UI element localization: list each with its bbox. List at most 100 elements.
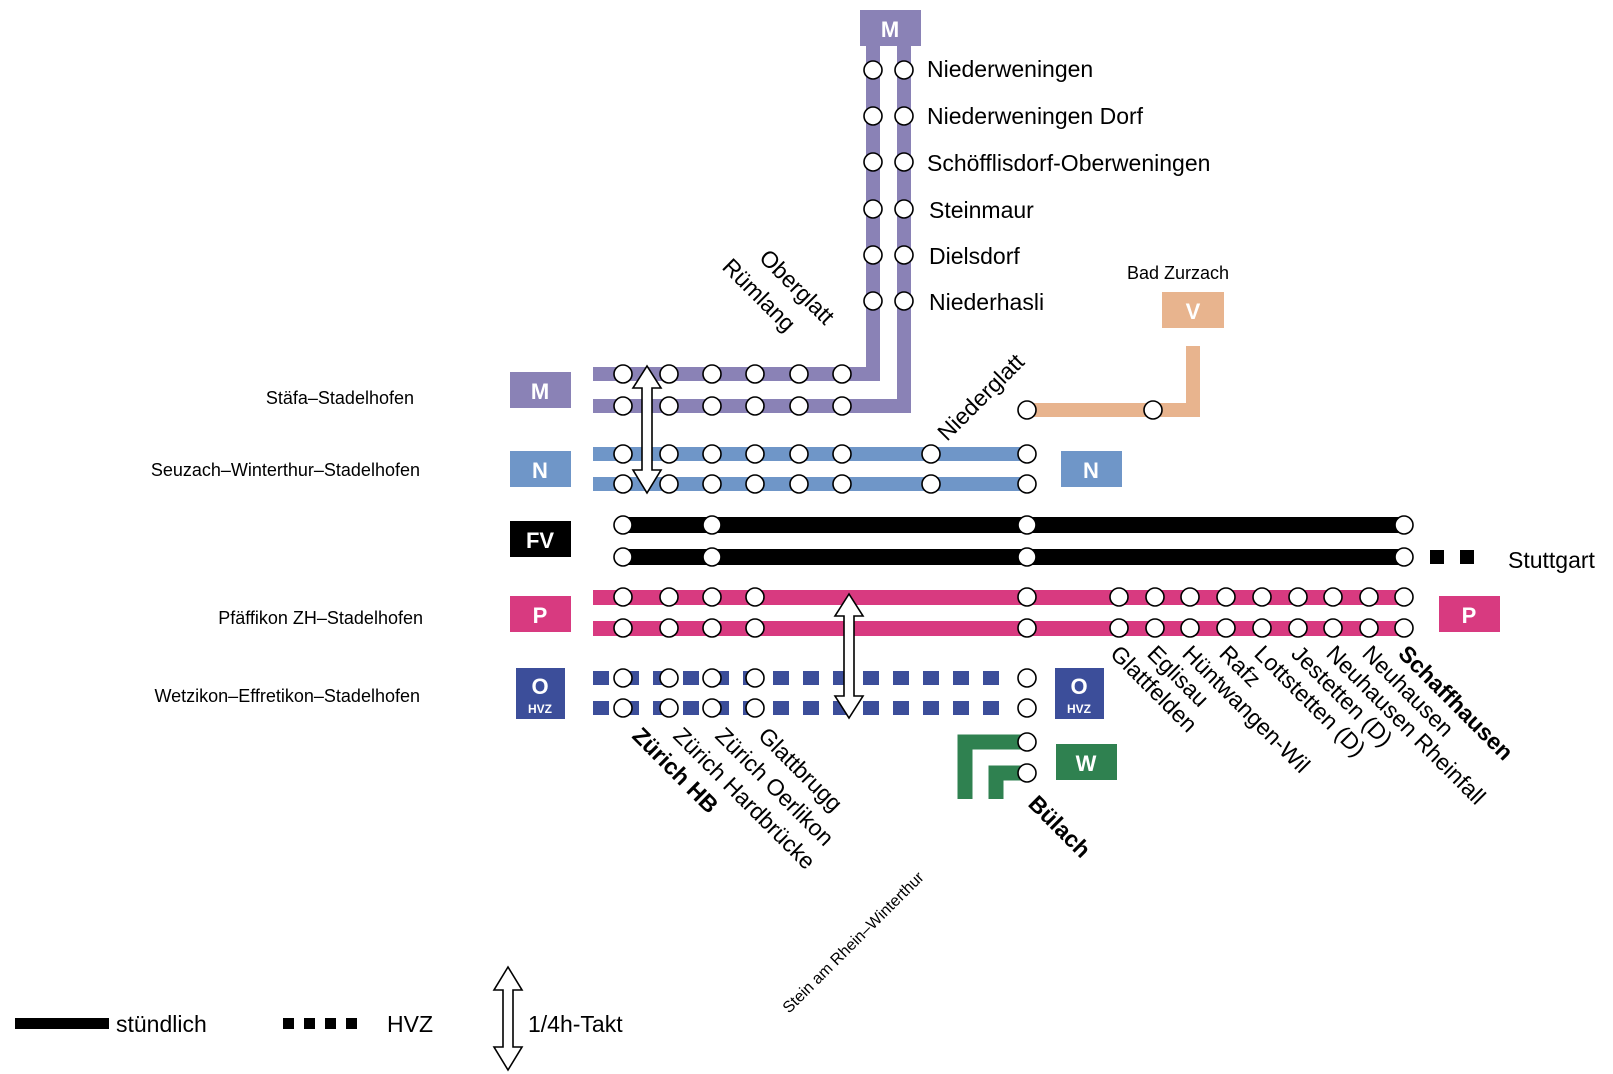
badge-o-right bbox=[1055, 668, 1104, 719]
station-marker bbox=[1017, 732, 1037, 752]
station-marker bbox=[894, 291, 914, 311]
route-label-o: Wetzikon–Effretikon–Stadelhofen bbox=[154, 686, 420, 706]
station-marker bbox=[702, 396, 722, 416]
fv-extension-dash-1 bbox=[1430, 550, 1444, 564]
line-fv bbox=[622, 517, 1474, 565]
line-p-track-2 bbox=[593, 621, 1404, 636]
double-arrow-icon bbox=[492, 965, 524, 1072]
station-label: Niederweningen Dorf bbox=[927, 103, 1144, 129]
station-marker bbox=[659, 668, 679, 688]
legend-quarter-label: 1/4h-Takt bbox=[528, 1011, 623, 1037]
station-marker bbox=[613, 515, 633, 535]
station-marker bbox=[1017, 698, 1037, 718]
station-marker bbox=[745, 474, 765, 494]
badge-n-right-label: N bbox=[1083, 458, 1099, 483]
station-marker bbox=[832, 444, 852, 464]
station-label: Bülach bbox=[1023, 790, 1096, 863]
station-marker bbox=[1145, 618, 1165, 638]
station-marker bbox=[789, 396, 809, 416]
station-marker bbox=[659, 364, 679, 384]
station-marker bbox=[832, 474, 852, 494]
line-fv-track-2 bbox=[622, 549, 1404, 565]
station-marker bbox=[1017, 668, 1037, 688]
station-marker bbox=[702, 587, 722, 607]
station-marker bbox=[1252, 618, 1272, 638]
station-label: Stuttgart bbox=[1508, 547, 1596, 573]
station-marker bbox=[613, 618, 633, 638]
legend: stündlich HVZ 1/4h-Takt bbox=[15, 965, 623, 1072]
station-marker bbox=[1109, 618, 1129, 638]
station-marker bbox=[702, 698, 722, 718]
line-p bbox=[593, 590, 1404, 636]
station-marker bbox=[1216, 618, 1236, 638]
station-marker bbox=[613, 474, 633, 494]
station-marker bbox=[745, 618, 765, 638]
station-marker bbox=[659, 587, 679, 607]
station-marker bbox=[659, 444, 679, 464]
station-marker bbox=[1017, 444, 1037, 464]
station-marker bbox=[1017, 547, 1037, 567]
station-label: Steinmaur bbox=[929, 197, 1034, 223]
station-marker bbox=[1017, 515, 1037, 535]
station-marker bbox=[745, 668, 765, 688]
station-marker bbox=[613, 364, 633, 384]
badge-p-left bbox=[510, 596, 571, 632]
line-w-track-2 bbox=[988, 765, 1022, 799]
line-m bbox=[593, 35, 911, 413]
badge-m-top bbox=[860, 10, 921, 46]
station-marker bbox=[1017, 400, 1037, 420]
station-marker bbox=[789, 444, 809, 464]
legend-peak-label: HVZ bbox=[387, 1011, 433, 1037]
badge-o-left bbox=[516, 668, 565, 719]
station-label: Niederglatt bbox=[932, 348, 1029, 445]
station-label: Stein am Rhein–Winterthur bbox=[780, 869, 928, 1017]
station-marker bbox=[613, 698, 633, 718]
station-marker bbox=[1359, 587, 1379, 607]
line-v bbox=[1024, 346, 1200, 417]
station-label: Dielsdorf bbox=[929, 243, 1020, 269]
station-marker bbox=[1017, 763, 1037, 783]
station-marker bbox=[863, 199, 883, 219]
station-marker bbox=[1288, 587, 1308, 607]
line-m-track-1 bbox=[593, 35, 880, 381]
quarter-hour-arrow-m-n bbox=[631, 364, 663, 495]
station-marker bbox=[1180, 618, 1200, 638]
station-marker bbox=[1145, 587, 1165, 607]
station-label: Niederweningen bbox=[927, 56, 1093, 82]
station-marker bbox=[702, 668, 722, 688]
station-marker bbox=[745, 396, 765, 416]
station-marker bbox=[1323, 587, 1343, 607]
badge-v-label: V bbox=[1186, 299, 1201, 324]
station-labels-m: Niederweningen Niederweningen Dorf Schöf… bbox=[717, 56, 1595, 573]
route-label-p: Pfäffikon ZH–Stadelhofen bbox=[218, 608, 423, 628]
legend-hourly-swatch bbox=[15, 1018, 109, 1029]
station-marker bbox=[921, 444, 941, 464]
station-marker bbox=[789, 474, 809, 494]
station-marker bbox=[613, 668, 633, 688]
station-marker bbox=[702, 515, 722, 535]
station-marker bbox=[745, 587, 765, 607]
station-marker bbox=[1109, 587, 1129, 607]
legend-peak-swatch bbox=[346, 1018, 357, 1029]
station-marker bbox=[894, 245, 914, 265]
route-label-m: Stäfa–Stadelhofen bbox=[266, 388, 414, 408]
station-marker bbox=[1216, 587, 1236, 607]
route-labels: Stäfa–Stadelhofen Seuzach–Winterthur–Sta… bbox=[151, 388, 423, 706]
station-marker bbox=[863, 152, 883, 172]
badge-m-left-label: M bbox=[531, 379, 549, 404]
badge-fv-label: FV bbox=[526, 528, 554, 553]
line-w bbox=[957, 734, 1022, 799]
double-arrow-icon bbox=[833, 592, 865, 720]
station-marker bbox=[1394, 515, 1414, 535]
badge-w bbox=[1056, 744, 1117, 780]
station-marker bbox=[863, 60, 883, 80]
station-marker bbox=[832, 364, 852, 384]
line-m-track-2 bbox=[593, 35, 911, 413]
station-marker bbox=[1288, 618, 1308, 638]
fv-extension-dash-2 bbox=[1460, 550, 1474, 564]
station-marker bbox=[1394, 618, 1414, 638]
station-marker bbox=[745, 444, 765, 464]
badge-o-left-sub: HVZ bbox=[528, 702, 552, 716]
station-marker bbox=[1359, 618, 1379, 638]
